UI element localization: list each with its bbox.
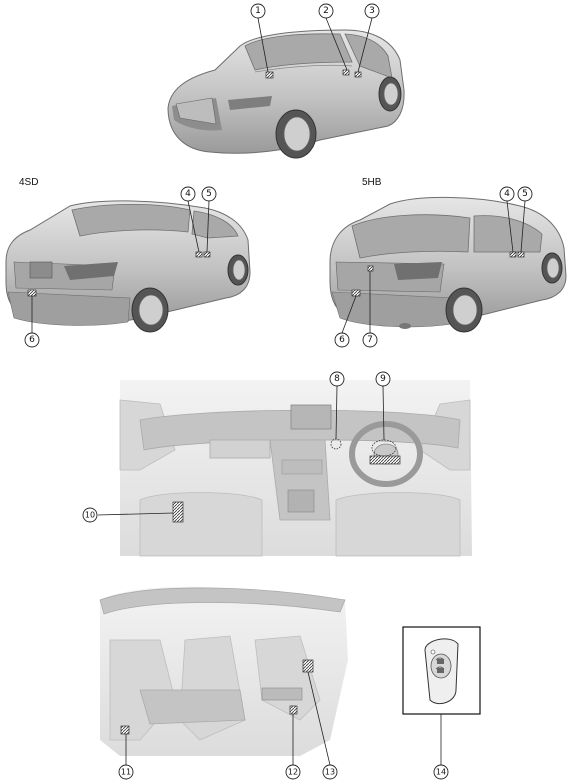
callout-3: 3 [357,3,380,73]
callout-12-text: 12 [288,768,298,777]
sedan-rear-view [5,200,251,333]
callout-8: 8 [329,371,345,440]
callout-8-text: 8 [334,374,340,384]
callout-5-hatchback: 5 [517,186,533,253]
callout-7-text: 7 [367,335,373,345]
callout-6-hatchback: 6 [334,295,357,348]
callout-9: 9 [375,371,391,441]
callout-14: 14 [433,714,449,780]
dashboard-interior-view [119,380,472,557]
callout-6-hatchback-text: 6 [339,335,345,345]
callout-4-sedan-text: 4 [185,189,191,199]
callout-13: 13 [307,671,338,780]
callout-5-sedan: 5 [201,186,217,253]
callout-4-hatchback: 4 [499,186,515,253]
key-fob-panel [402,626,481,715]
callout-1: 1 [250,3,269,73]
callout-3-text: 3 [369,6,375,16]
callout-5-sedan-text: 5 [206,189,212,199]
callout-11-text: 11 [121,768,131,777]
callout-10: 10 [82,507,174,523]
callout-5-hatchback-text: 5 [522,189,528,199]
callout-2: 2 [318,3,348,71]
callout-2-text: 2 [323,6,329,16]
hatchback-rear-view [329,196,567,333]
callout-13-text: 13 [325,768,335,777]
callout-11: 11 [118,734,134,780]
callout-12: 12 [285,714,301,780]
side-cabin-interior-view [99,586,348,756]
callout-7: 7 [362,271,378,348]
callout-4-sedan: 4 [180,186,200,253]
front-car-view [167,29,405,159]
callout-1-text: 1 [255,6,261,16]
callout-4-hatchback-text: 4 [504,189,510,199]
sedan-label: 4SD [19,177,38,188]
hatchback-label: 5HB [362,177,382,188]
callout-14-text: 14 [436,768,446,777]
callout-6-sedan-text: 6 [29,335,35,345]
callout-10-text: 10 [85,511,95,520]
callout-6-sedan: 6 [24,296,40,348]
callout-9-text: 9 [380,374,386,384]
